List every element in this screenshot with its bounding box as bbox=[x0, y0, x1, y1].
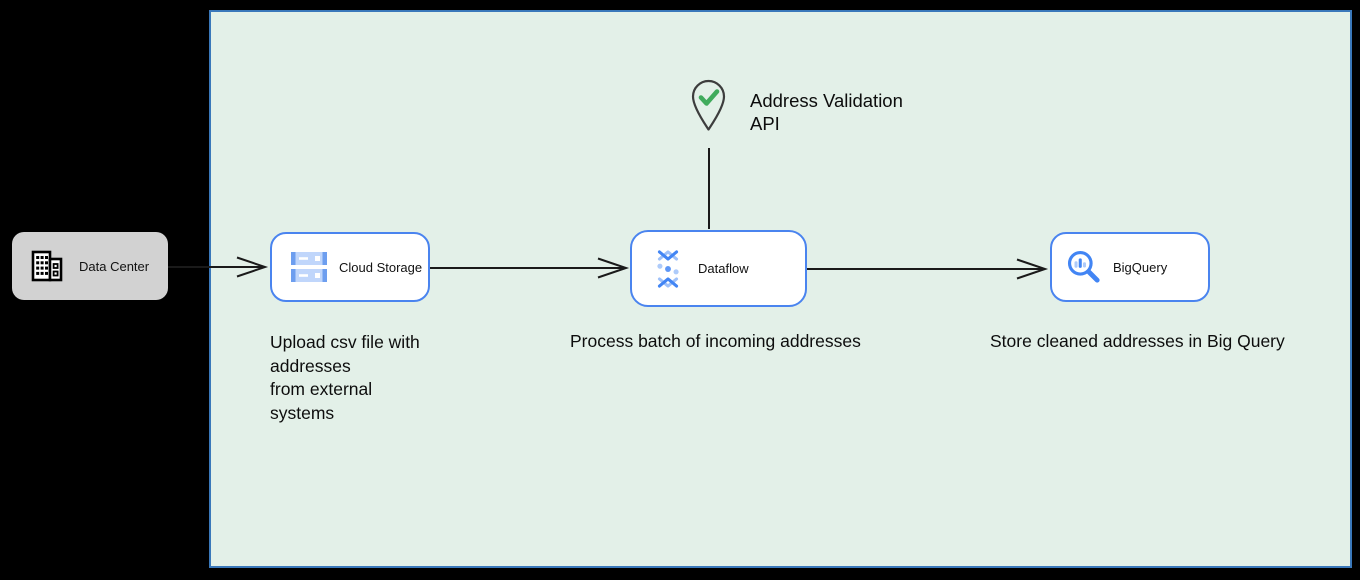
caption-cloud-storage: Upload csv file with addresses from exte… bbox=[270, 332, 420, 423]
dataflow-icon bbox=[649, 247, 687, 291]
node-data-center[interactable]: Data Center bbox=[12, 232, 168, 300]
node-cloud-storage-label: Cloud Storage bbox=[339, 259, 423, 275]
node-dataflow-label: Dataflow bbox=[698, 261, 749, 276]
caption-dataflow: Process batch of incoming addresses bbox=[570, 331, 861, 351]
address-validation-node[interactable] bbox=[690, 79, 727, 132]
node-dataflow[interactable]: Dataflow bbox=[630, 230, 807, 307]
node-cloud-storage[interactable]: Cloud Storage bbox=[270, 232, 430, 302]
node-data-center-label: Data Center bbox=[79, 258, 150, 274]
cloud-storage-icon bbox=[291, 252, 327, 282]
bigquery-icon bbox=[1065, 248, 1103, 286]
caption-bigquery: Store cleaned addresses in Big Query bbox=[990, 331, 1285, 351]
address-validation-label: Address Validation API bbox=[750, 90, 903, 134]
node-bigquery[interactable]: BigQuery bbox=[1050, 232, 1210, 302]
node-bigquery-label: BigQuery bbox=[1113, 259, 1168, 275]
map-pin-check-icon bbox=[690, 79, 727, 132]
building-icon bbox=[27, 246, 67, 286]
